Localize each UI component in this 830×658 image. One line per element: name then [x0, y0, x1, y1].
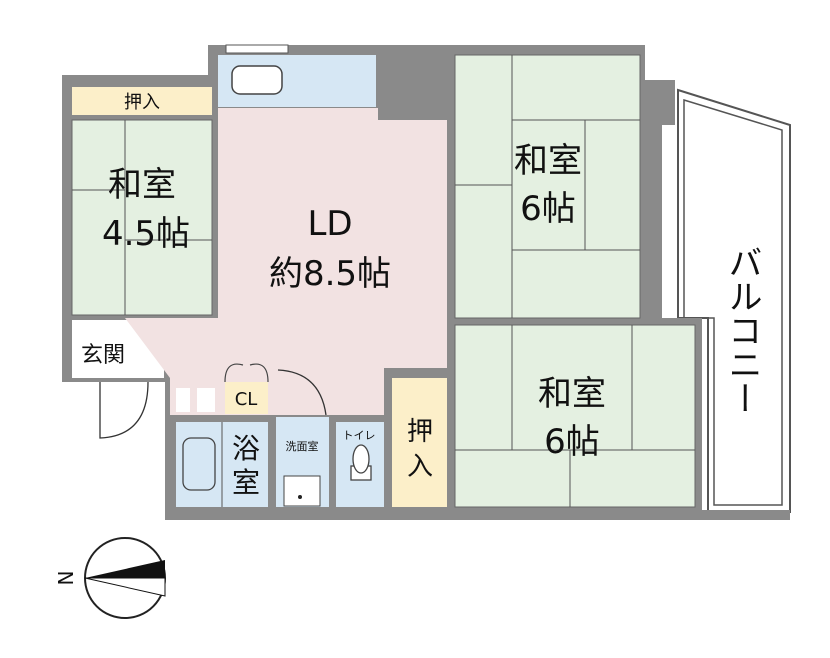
closet-right: [392, 378, 447, 507]
closet-cl: [225, 382, 268, 414]
washitsu-lower-name: 和室: [538, 374, 606, 414]
washbasin-icon: [283, 475, 321, 507]
closet-top-left-label: 押入: [124, 92, 160, 113]
ld-size: 約8.5帖: [269, 254, 391, 294]
balcony-label: バルコニー: [722, 245, 762, 415]
toilet-label: トイレ: [343, 429, 376, 442]
sink-icon: [231, 65, 283, 95]
room-washitsu-lower: [454, 324, 696, 508]
storage-box: [197, 388, 215, 412]
cl-label: CL: [235, 389, 258, 410]
washitsu-upper-size: 6帖: [520, 189, 576, 229]
toilet-icon: [350, 444, 372, 481]
washitsu-small-name: 和室: [108, 165, 176, 205]
closet-right-label-1: 押: [407, 417, 433, 447]
closet-right-label-2: 入: [407, 452, 433, 482]
room-washitsu-small: [71, 119, 213, 316]
washitsu-lower-size: 6帖: [544, 422, 600, 462]
room-ld: [125, 108, 447, 415]
entrance-door: [99, 381, 149, 439]
bath-label-1: 浴: [232, 432, 260, 465]
compass: [84, 537, 166, 619]
door-swing: [277, 369, 327, 416]
ld-name: LD: [307, 204, 352, 244]
washitsu-upper-name: 和室: [514, 141, 582, 181]
entrance-label: 玄関: [81, 343, 125, 368]
washitsu-small-size: 4.5帖: [102, 214, 190, 254]
storage-box: [176, 388, 190, 412]
bath-label-2: 室: [232, 466, 260, 499]
closet-top-left: [72, 87, 212, 115]
washroom-label: 洗面室: [286, 439, 319, 453]
room-washitsu-upper: [454, 54, 641, 319]
bathtub-icon: [182, 437, 216, 491]
compass-north-label: N: [54, 571, 78, 586]
